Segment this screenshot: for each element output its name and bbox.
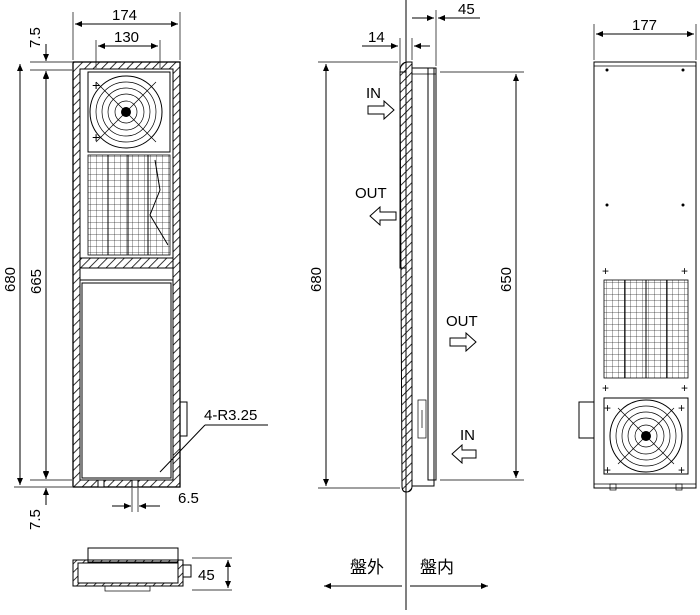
dim-rear-width: 177 bbox=[632, 17, 657, 34]
dim-bottom-offset: 7.5 bbox=[27, 509, 44, 530]
side-label-in-top: IN bbox=[366, 85, 381, 102]
rear-dimensions: 177 bbox=[593, 17, 697, 60]
svg-text:+: + bbox=[604, 463, 611, 477]
rear-fan: + + + + bbox=[603, 397, 689, 477]
svg-text:+: + bbox=[678, 401, 685, 415]
dim-height-total: 680 bbox=[2, 267, 19, 292]
label-panel-outside: 盤外 bbox=[350, 558, 384, 578]
svg-text:+: + bbox=[604, 401, 611, 415]
label-panel-inside: 盤内 bbox=[420, 558, 454, 578]
dim-width-inner: 130 bbox=[114, 29, 139, 46]
dim-side-height-total: 680 bbox=[308, 267, 325, 292]
dim-width-outer: 174 bbox=[112, 7, 137, 24]
dim-height-inner: 665 bbox=[28, 269, 45, 294]
dim-bottom-depth: 45 bbox=[198, 567, 215, 584]
svg-text:+: + bbox=[678, 463, 685, 477]
rear-grille: + + + + bbox=[602, 264, 689, 395]
front-fan: + + bbox=[87, 71, 171, 153]
side-label-out-top: OUT bbox=[355, 185, 387, 202]
svg-text:+: + bbox=[92, 129, 100, 145]
svg-text:+: + bbox=[92, 77, 100, 93]
svg-text:+: + bbox=[681, 264, 688, 278]
rear-view: + + + + + + + + bbox=[578, 61, 697, 491]
dim-hole-width: 6.5 bbox=[178, 490, 199, 507]
front-view: + + bbox=[72, 61, 188, 488]
side-dimensions: 45 14 680 650 盤外 盤内 bbox=[308, 1, 524, 589]
dim-side-height-inner: 650 bbox=[498, 267, 515, 292]
dim-side-depth: 45 bbox=[458, 1, 475, 18]
side-label-in-bottom: IN bbox=[460, 427, 475, 444]
svg-text:+: + bbox=[602, 264, 609, 278]
side-label-out-bottom: OUT bbox=[446, 313, 478, 330]
svg-text:+: + bbox=[602, 381, 609, 395]
svg-text:+: + bbox=[681, 381, 688, 395]
front-dimensions: 174 130 7.5 680 665 7.5 4-R3.25 6.5 bbox=[2, 7, 268, 530]
dim-side-flange: 14 bbox=[368, 29, 385, 46]
bottom-view: 45 bbox=[72, 547, 232, 592]
dim-top-offset: 7.5 bbox=[27, 27, 44, 48]
side-view: IN OUT OUT IN bbox=[355, 0, 478, 610]
dim-corner-radius: 4-R3.25 bbox=[204, 407, 257, 424]
front-heat-exchanger bbox=[87, 154, 171, 256]
